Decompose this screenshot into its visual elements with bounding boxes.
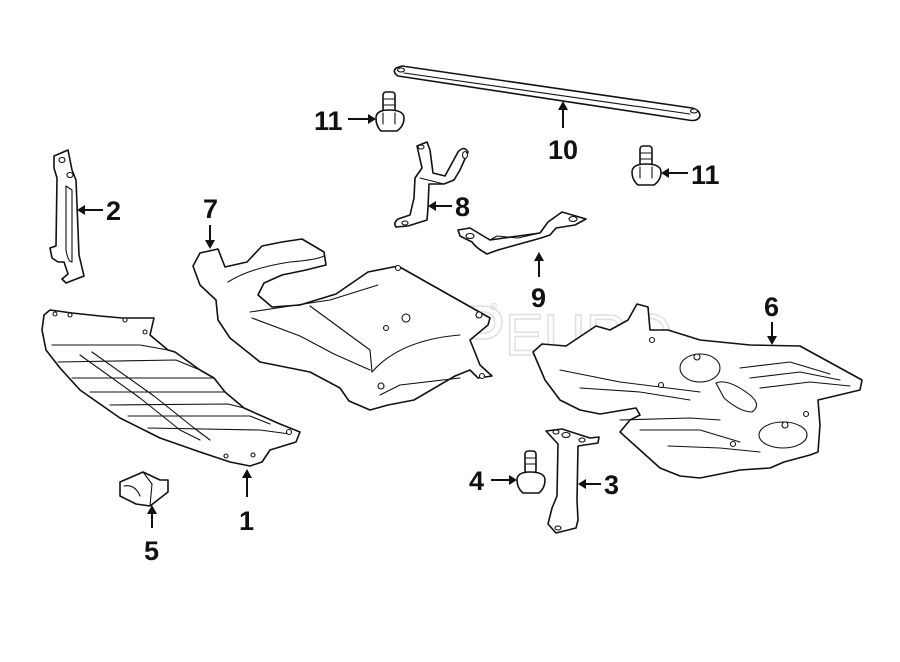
callout-8[interactable]: 8: [455, 192, 470, 222]
arrowhead-8: [428, 201, 436, 211]
part-8-bracket[interactable]: [394, 141, 469, 228]
part-11-bolt-right[interactable]: [631, 145, 662, 186]
callout-arrows: [77, 101, 777, 528]
callout-2[interactable]: 2: [106, 196, 121, 226]
arrowhead-1: [242, 469, 252, 478]
part-7-splash-shield[interactable]: [192, 238, 493, 411]
callout-7[interactable]: 7: [203, 194, 218, 224]
callout-9[interactable]: 9: [531, 283, 546, 313]
arrowhead-5: [147, 505, 157, 514]
part-4-bolt[interactable]: [516, 450, 546, 494]
callout-labels: 11 10 11 2 8 7 9 6 1 5 4 3: [106, 106, 779, 566]
part-2-bracket[interactable]: [49, 149, 85, 284]
arrowhead-4: [509, 475, 517, 485]
arrowhead-10: [558, 101, 568, 110]
arrowhead-7: [205, 240, 215, 249]
arrowhead-3: [578, 479, 586, 489]
callout-11-right[interactable]: 11: [691, 160, 720, 190]
arrowhead-2: [77, 205, 85, 215]
callout-4[interactable]: 4: [469, 466, 484, 496]
part-1-splash-shield[interactable]: [41, 309, 301, 467]
callout-6[interactable]: 6: [764, 292, 779, 322]
arrowhead-11-right: [661, 168, 669, 178]
part-9-bracket[interactable]: [457, 211, 587, 255]
arrowhead-9: [534, 252, 544, 261]
part-3-bracket[interactable]: [545, 428, 600, 534]
part-10-brace[interactable]: [393, 65, 701, 122]
callout-10[interactable]: 10: [548, 135, 578, 165]
callout-11-left[interactable]: 11: [314, 106, 343, 136]
callout-3[interactable]: 3: [604, 470, 619, 500]
part-11-bolt-left[interactable]: [375, 91, 405, 132]
part-5-spacer[interactable]: [119, 471, 169, 507]
callout-5[interactable]: 5: [144, 536, 159, 566]
arrowhead-6: [767, 336, 777, 345]
part-6-splash-shield[interactable]: [532, 303, 863, 479]
callout-1[interactable]: 1: [239, 506, 254, 536]
arrowhead-11-left: [368, 114, 376, 124]
watermark-registered: ®: [490, 302, 498, 313]
